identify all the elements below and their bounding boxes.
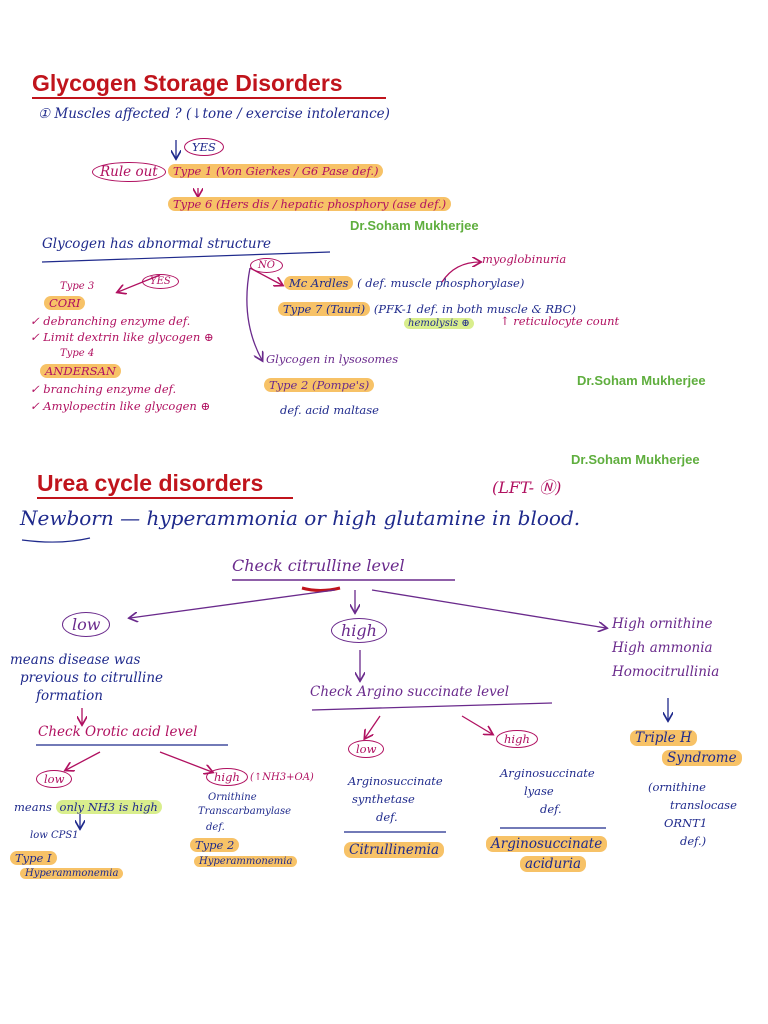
triple-h-1: Triple H	[630, 730, 697, 746]
high-oval-arg: high	[496, 730, 538, 748]
type4-label: Type 4	[60, 348, 95, 359]
citrullinemia: Citrullinemia	[344, 842, 445, 858]
newborn-line: Newborn — hyperammonia or high glutamine…	[20, 506, 581, 530]
ass-line-2: synthetase	[352, 792, 415, 806]
orn-tc-1: Ornithine	[208, 792, 257, 803]
andersan-point-2: ✓ Amylopectin like glycogen ⊕	[30, 399, 211, 413]
low-cps1: low CPS1	[30, 830, 79, 841]
low-oval-arg: low	[348, 740, 385, 758]
reticulocyte-count: ↑ reticulocyte count	[500, 314, 620, 328]
check-orotic: Check Orotic acid level	[38, 724, 198, 740]
gsd-title-underline	[32, 97, 386, 99]
aciduria-2: aciduria	[520, 856, 587, 872]
low-oval-orotic: low	[36, 770, 73, 788]
asl-line-3: def.	[540, 802, 562, 816]
check-arginosuccinate: Check Argino succinate level	[310, 684, 510, 700]
high-oval-orotic: high	[206, 768, 248, 786]
ucd-hyper2: Hyperammonemia	[194, 856, 298, 867]
ass-line-3: def.	[376, 810, 398, 824]
low-oval-main: low	[62, 612, 111, 637]
cori-tag: CORI	[44, 296, 86, 310]
watermark-1: Dr.Soham Mukherjee	[350, 218, 479, 233]
rule-out-oval: Rule out	[92, 162, 166, 182]
orn-tc-2: Transcarbamylase	[198, 806, 292, 817]
ornt-line-2: translocase	[670, 798, 737, 812]
aciduria-1: Arginosuccinate	[486, 836, 608, 852]
ucd-title-underline	[37, 497, 293, 499]
ucd-hyper1: Hyperammonemia	[20, 868, 124, 879]
high-oval-main: high	[331, 618, 387, 643]
type7-desc: (PFK-1 def. in both muscle & RBC)	[373, 302, 576, 316]
andersan-point-1: ✓ branching enzyme def.	[30, 382, 177, 396]
acid-maltase: def. acid maltase	[280, 403, 379, 417]
mcardles-desc: ( def. muscle phosphorylase)	[357, 276, 525, 290]
gsd-title: Glycogen Storage Disorders	[32, 70, 343, 96]
cori-point-1: ✓ debranching enzyme def.	[30, 314, 191, 328]
high-ammonia: High ammonia	[612, 640, 713, 656]
ucd-type2: Type 2	[190, 838, 240, 852]
type7-tag: Type 7 (Tauri)	[278, 302, 371, 316]
yes-oval: YES	[184, 138, 224, 156]
ornt-line-4: def.)	[680, 834, 707, 848]
lft-normal: (LFT- Ⓝ)	[492, 478, 562, 497]
ass-line-1: Arginosuccinate	[348, 774, 443, 788]
type6-hers: Type 6 (Hers dis / hepatic phosphory (as…	[168, 197, 452, 211]
nh3-oa: (↑NH3+OA)	[250, 772, 314, 783]
means-line-3: formation	[36, 688, 103, 704]
abnormal-structure: Glycogen has abnormal structure	[42, 236, 272, 252]
myoglobinuria: myoglobinuria	[482, 252, 567, 266]
means-line-2: previous to citrulline	[20, 670, 164, 686]
ucd-type1: Type I	[10, 851, 57, 865]
watermark-2: Dr.Soham Mukherjee	[577, 373, 706, 388]
ornt-line-1: (ornithine	[648, 780, 706, 794]
type2-pompe: Type 2 (Pompe's)	[264, 378, 375, 392]
yes2-oval: YES	[142, 274, 179, 289]
homocitrullinia: Homocitrullinia	[612, 664, 720, 680]
type3-label: Type 3	[60, 281, 95, 292]
ornt-line-3: ORNT1	[664, 816, 708, 830]
hemolysis-badge: hemolysis ⊕	[404, 318, 474, 329]
triple-h-2: Syndrome	[662, 750, 742, 766]
high-ornithine: High ornithine	[612, 616, 713, 632]
type1-von-gierkes: Type 1 (Von Gierkes / G6 Pase def.)	[168, 164, 384, 178]
andersan-tag: ANDERSAN	[40, 364, 121, 378]
no-oval: NO	[250, 258, 283, 273]
gsd-question-1: ① Muscles affected ? (↓tone / exercise i…	[38, 106, 390, 122]
means-only: means	[14, 800, 52, 814]
cori-point-2: ✓ Limit dextrin like glycogen ⊕	[30, 330, 214, 344]
means-line-1: means disease was	[10, 652, 141, 668]
orn-tc-3: def.	[206, 822, 225, 833]
asl-line-2: lyase	[524, 784, 554, 798]
ucd-title: Urea cycle disorders	[37, 470, 264, 496]
watermark-3: Dr.Soham Mukherjee	[571, 452, 700, 467]
lysosomes: Glycogen in lysosomes	[266, 352, 399, 366]
asl-line-1: Arginosuccinate	[500, 766, 595, 780]
mcardles-tag: Mc Ardles	[284, 276, 354, 290]
check-citrulline: Check citrulline level	[232, 556, 405, 575]
only-nh3-badge: only NH3 is high	[55, 800, 162, 814]
